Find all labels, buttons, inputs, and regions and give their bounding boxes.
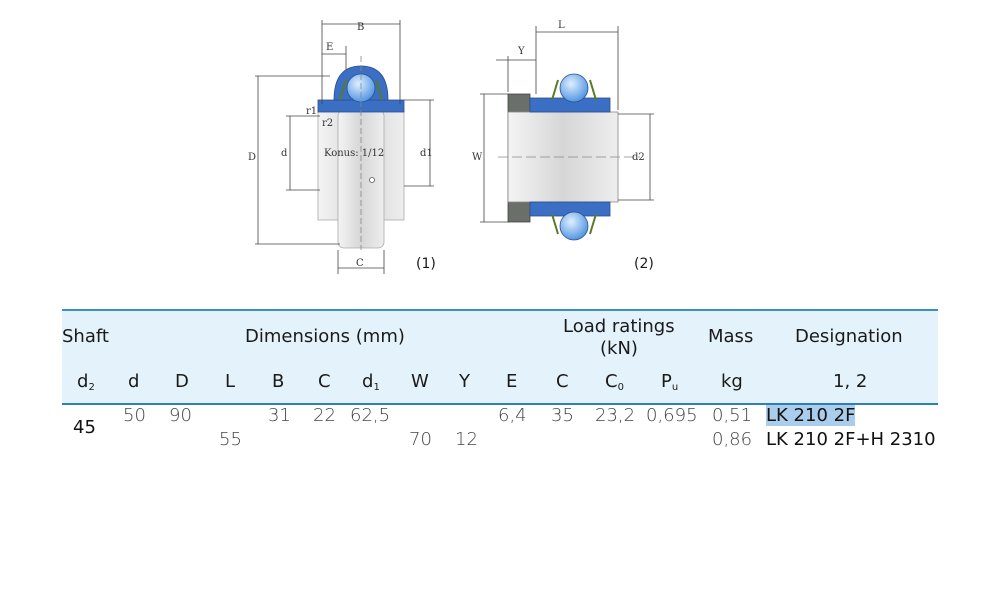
- col-L: L: [225, 371, 236, 392]
- dim-L: L: [558, 20, 565, 31]
- col-d2: d2: [77, 371, 95, 393]
- cell-Cr: 35: [551, 405, 574, 426]
- dim-r2: r2: [322, 118, 333, 129]
- konus-label: Konus: 1/12: [324, 148, 384, 159]
- dim-D: D: [248, 152, 256, 163]
- cell-shaft: 45: [73, 417, 96, 438]
- col-d1: d1: [362, 371, 380, 393]
- group-shaft: Shaft: [62, 326, 109, 347]
- cell-B: 31: [268, 405, 291, 426]
- col-W: W: [411, 371, 429, 392]
- bearing-diagrams: B E r1 r2 Konus: 1/12 D d d1 C L Y W d2: [248, 20, 654, 274]
- dim-d2: d2: [632, 152, 645, 163]
- cell-C0: 23,2: [595, 405, 636, 426]
- col-B: B: [272, 371, 285, 392]
- designation-1[interactable]: LK 210 2F: [766, 405, 856, 426]
- designation-2[interactable]: LK 210 2F+H 2310: [766, 429, 936, 450]
- col-C0: C0: [605, 371, 624, 393]
- figure-1-drawing: [255, 20, 434, 274]
- col-D: D: [175, 371, 189, 392]
- cell-Y: 12: [455, 429, 478, 450]
- group-mass: Mass: [708, 326, 754, 347]
- group-load-ratings-unit: (kN): [600, 338, 638, 359]
- group-designation: Designation: [795, 326, 903, 347]
- cell-d: 50: [123, 405, 146, 426]
- cell-C: 22: [313, 405, 336, 426]
- table-header: Shaft Dimensions (mm) Load ratings (kN) …: [62, 309, 938, 405]
- cell-mass-1: 0,51: [712, 405, 753, 426]
- group-dimensions: Dimensions (mm): [245, 326, 405, 347]
- dim-B: B: [357, 22, 364, 33]
- dim-E: E: [326, 42, 333, 53]
- col-kg: kg: [721, 371, 743, 392]
- col-Y: Y: [459, 371, 470, 392]
- col-Pu: Pu: [661, 371, 679, 393]
- dim-C: C: [356, 258, 364, 269]
- figure-2-drawing: [480, 26, 654, 241]
- figure-2-label: (2): [634, 256, 654, 272]
- cell-E: 6,4: [498, 405, 527, 426]
- col-designation-notes: 1, 2: [833, 371, 868, 392]
- cell-mass-2: 0,86: [712, 429, 753, 450]
- cell-W: 70: [409, 429, 432, 450]
- dim-Y: Y: [517, 46, 525, 57]
- cell-d1: 62,5: [350, 405, 391, 426]
- col-E: E: [506, 371, 518, 392]
- group-load-ratings: Load ratings: [563, 316, 675, 337]
- cell-L: 55: [219, 429, 242, 450]
- cell-Pu: 0,695: [646, 405, 698, 426]
- col-d: d: [128, 371, 140, 392]
- dim-r1: r1: [306, 106, 317, 117]
- dim-W: W: [472, 152, 483, 163]
- technical-drawing: B E r1 r2 Konus: 1/12 D d d1 C L Y W d2 …: [0, 0, 1000, 290]
- col-C: C: [318, 371, 331, 392]
- dim-d: d: [281, 148, 288, 159]
- col-Cr: C: [556, 371, 569, 392]
- cell-D: 90: [169, 405, 192, 426]
- figure-1-label: (1): [416, 256, 436, 272]
- dim-d1: d1: [420, 148, 433, 159]
